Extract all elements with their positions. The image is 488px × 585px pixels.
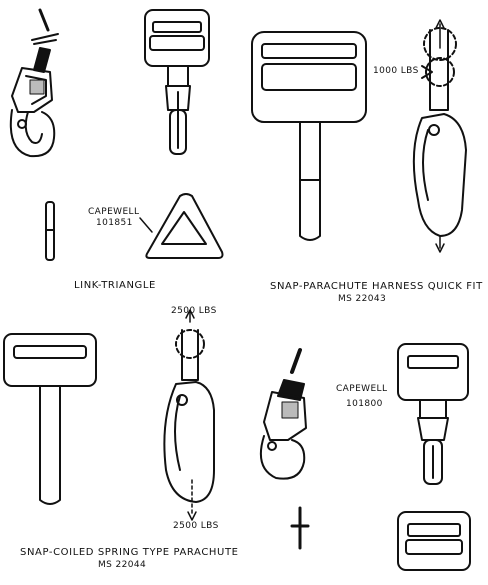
coiled-spring-snap — [163, 309, 215, 521]
capewell-top-number: 101851 — [96, 218, 133, 228]
quick-fit-caption-line1: SNAP-PARACHUTE HARNESS QUICK FIT — [270, 281, 483, 292]
link-triangle-caption: LINK-TRIANGLE — [74, 280, 156, 291]
link-triangle — [139, 193, 224, 259]
capewell-buckle-bottom — [397, 343, 469, 485]
capewell-bottom-label: CAPEWELL — [336, 384, 388, 394]
large-buckle-top-right — [251, 31, 367, 241]
small-snap-hook-top-left — [9, 8, 59, 158]
load-coiled-top: 2500 LBS — [171, 306, 217, 316]
tongue-fitting — [3, 333, 97, 505]
bottom-small-pin — [290, 506, 310, 550]
capewell-bottom-number: 101800 — [346, 399, 383, 409]
load-quick-fit: 1000 LBS — [373, 66, 419, 76]
quick-fit-caption-line2: MS 22043 — [338, 294, 387, 304]
buckle-top-center — [144, 9, 210, 155]
load-coiled-bottom: 2500 LBS — [173, 521, 219, 531]
small-link-pin — [45, 201, 55, 261]
coiled-caption-line2: MS 22044 — [98, 560, 147, 570]
small-snap-hook-bottom — [260, 348, 307, 480]
capewell-top-label: CAPEWELL — [88, 207, 140, 217]
quick-fit-snap — [412, 19, 467, 253]
coiled-caption-line1: SNAP-COILED SPRING TYPE PARACHUTE — [20, 547, 239, 558]
bottom-right-partial-buckle — [397, 511, 471, 571]
